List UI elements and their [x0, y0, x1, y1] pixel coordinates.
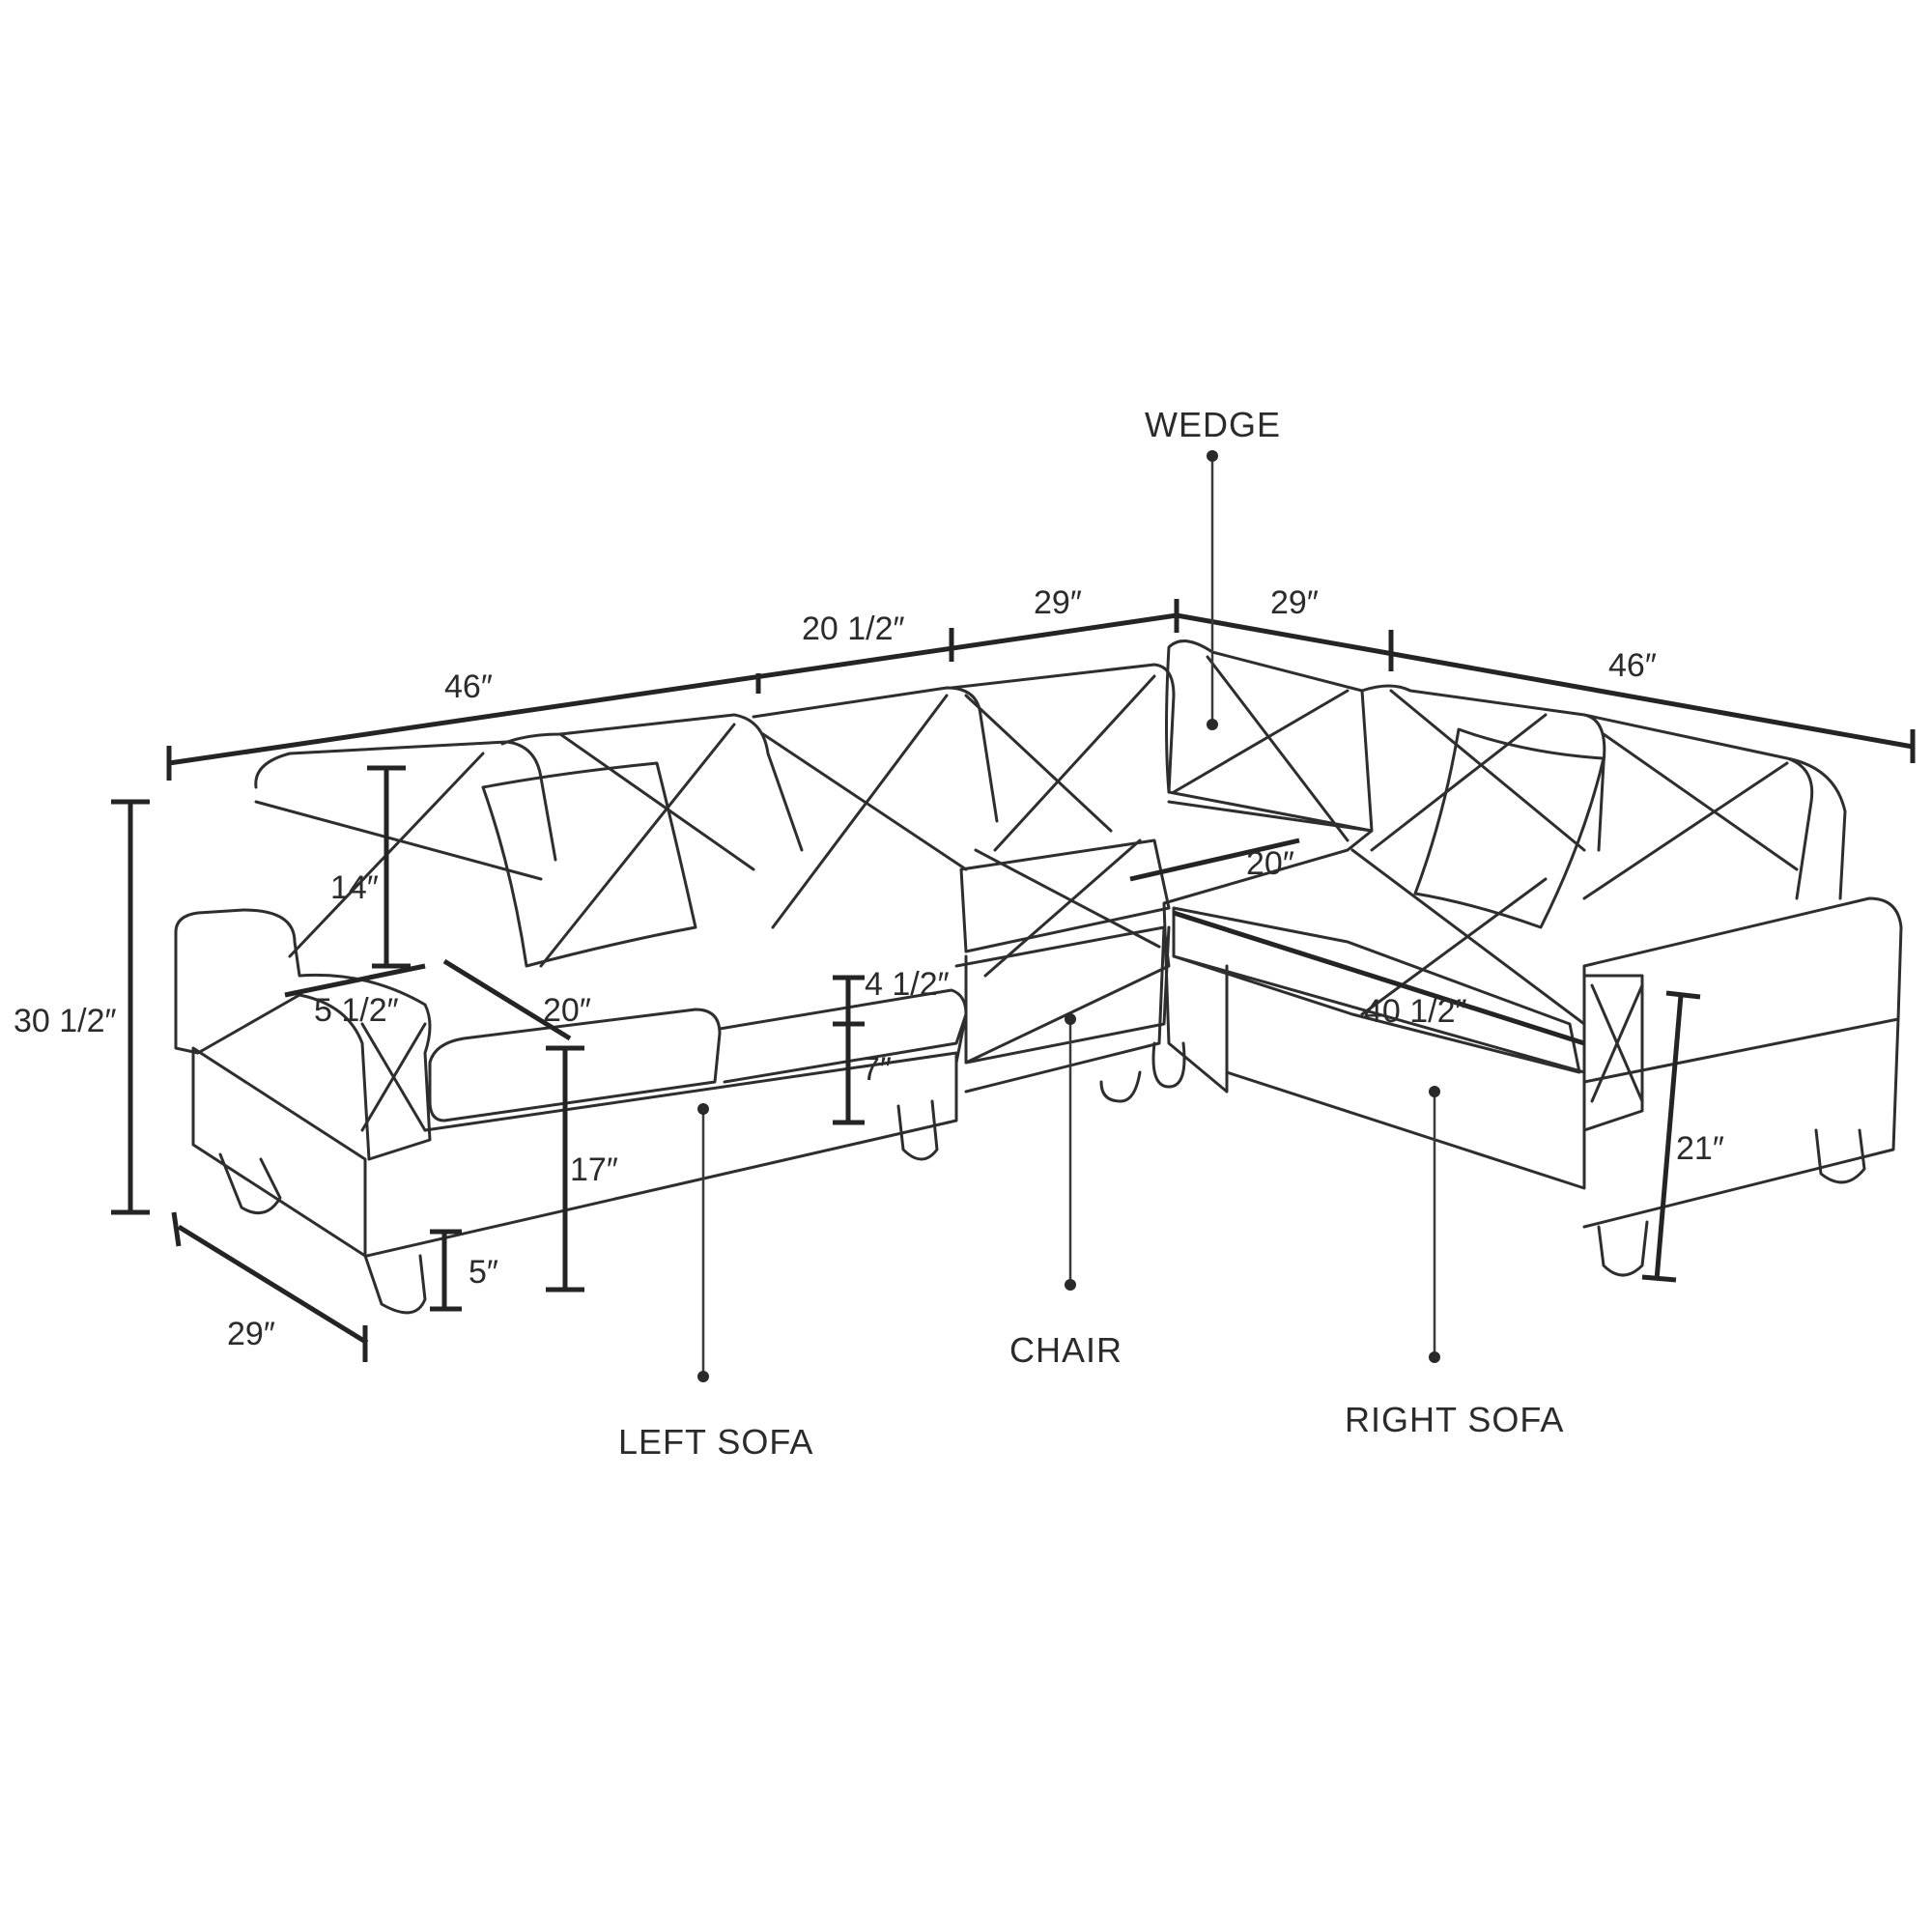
back-height-line — [367, 765, 411, 969]
chair-dot-top — [1065, 1013, 1076, 1025]
left-sofa-seat — [365, 988, 968, 1258]
left-pillow — [481, 761, 697, 968]
total-depth-label: 29″ — [227, 1316, 275, 1352]
left-sofa-back — [254, 663, 1176, 862]
right-sofa-seat — [1172, 906, 1586, 1190]
top-dimension-line-right — [1176, 612, 1916, 763]
right-pillow — [1413, 727, 1605, 929]
left-sofa-dot-bottom — [697, 1371, 709, 1382]
arm-width-line — [284, 963, 426, 998]
left-back-cushion-lines — [254, 674, 1156, 968]
wedge-dot-bottom — [1207, 719, 1218, 730]
arm-height-label: 21″ — [1676, 1130, 1724, 1167]
right-back-cushion-lines — [1370, 689, 1799, 900]
total-height-line — [111, 799, 150, 1215]
wedge-body — [1162, 639, 1374, 1094]
seat-depth-right-line — [1129, 838, 1300, 882]
left-sofa-dot-top — [697, 1103, 709, 1115]
seat-height-label: 17″ — [570, 1151, 618, 1188]
chair-label: CHAIR — [1009, 1330, 1122, 1370]
left-arm-x — [360, 1022, 427, 1132]
cushion-base-lines — [833, 975, 865, 1125]
top-chair-width-label: 29″ — [1034, 584, 1082, 621]
chair-legs — [1099, 1041, 1186, 1103]
seat-width-right-label: 40 1/2″ — [1364, 993, 1467, 1030]
right-sofa-label: RIGHT SOFA — [1345, 1400, 1564, 1439]
dimension-lines — [111, 599, 1916, 1362]
chair-dot-bottom — [1065, 1279, 1076, 1291]
arm-width-label: 5 1/2″ — [314, 992, 399, 1029]
total-depth-line — [171, 1211, 369, 1362]
wedge-dot-top — [1207, 450, 1218, 462]
cushion-thickness-label: 4 1/2″ — [865, 966, 950, 1003]
leaders — [697, 450, 1440, 1382]
arm-height-line — [1641, 990, 1701, 1283]
left-sofa-label: LEFT SOFA — [618, 1422, 813, 1462]
right-seat-lines — [1350, 848, 1586, 1026]
back-height-label: 14″ — [330, 869, 379, 906]
top-dimension-line-left — [166, 599, 1179, 781]
right-arm — [1582, 896, 1903, 1229]
right-sofa-dot-bottom — [1429, 1351, 1440, 1363]
wedge-label: WEDGE — [1145, 405, 1281, 444]
right-arm-x — [1590, 983, 1644, 1103]
right-sofa-dot-top — [1429, 1086, 1440, 1097]
top-wedge-width-label: 29″ — [1270, 584, 1319, 621]
front-legs — [218, 1099, 1866, 1315]
base-height-label: 7″ — [862, 1051, 892, 1088]
sofa-drawing — [174, 639, 1903, 1315]
seat-depth-right-label: 20″ — [1246, 845, 1294, 882]
seat-height-line — [546, 1045, 584, 1293]
seat-depth-left-line — [442, 958, 572, 1041]
leg-height-line — [430, 1229, 462, 1312]
seat-depth-left-label: 20″ — [543, 992, 591, 1029]
chair-cushion-lines — [974, 838, 1161, 978]
top-mid-width-label: 20 1/2″ — [802, 611, 905, 647]
top-left-width-label: 46″ — [444, 668, 493, 705]
leg-height-label: 5″ — [469, 1254, 498, 1291]
top-right-width-label: 46″ — [1608, 647, 1657, 684]
total-height-label: 30 1/2″ — [14, 1003, 117, 1039]
wedge-cushion-lines — [1172, 655, 1350, 842]
seat-width-right-line — [1173, 910, 1585, 1046]
right-sofa-back — [1360, 684, 1847, 900]
